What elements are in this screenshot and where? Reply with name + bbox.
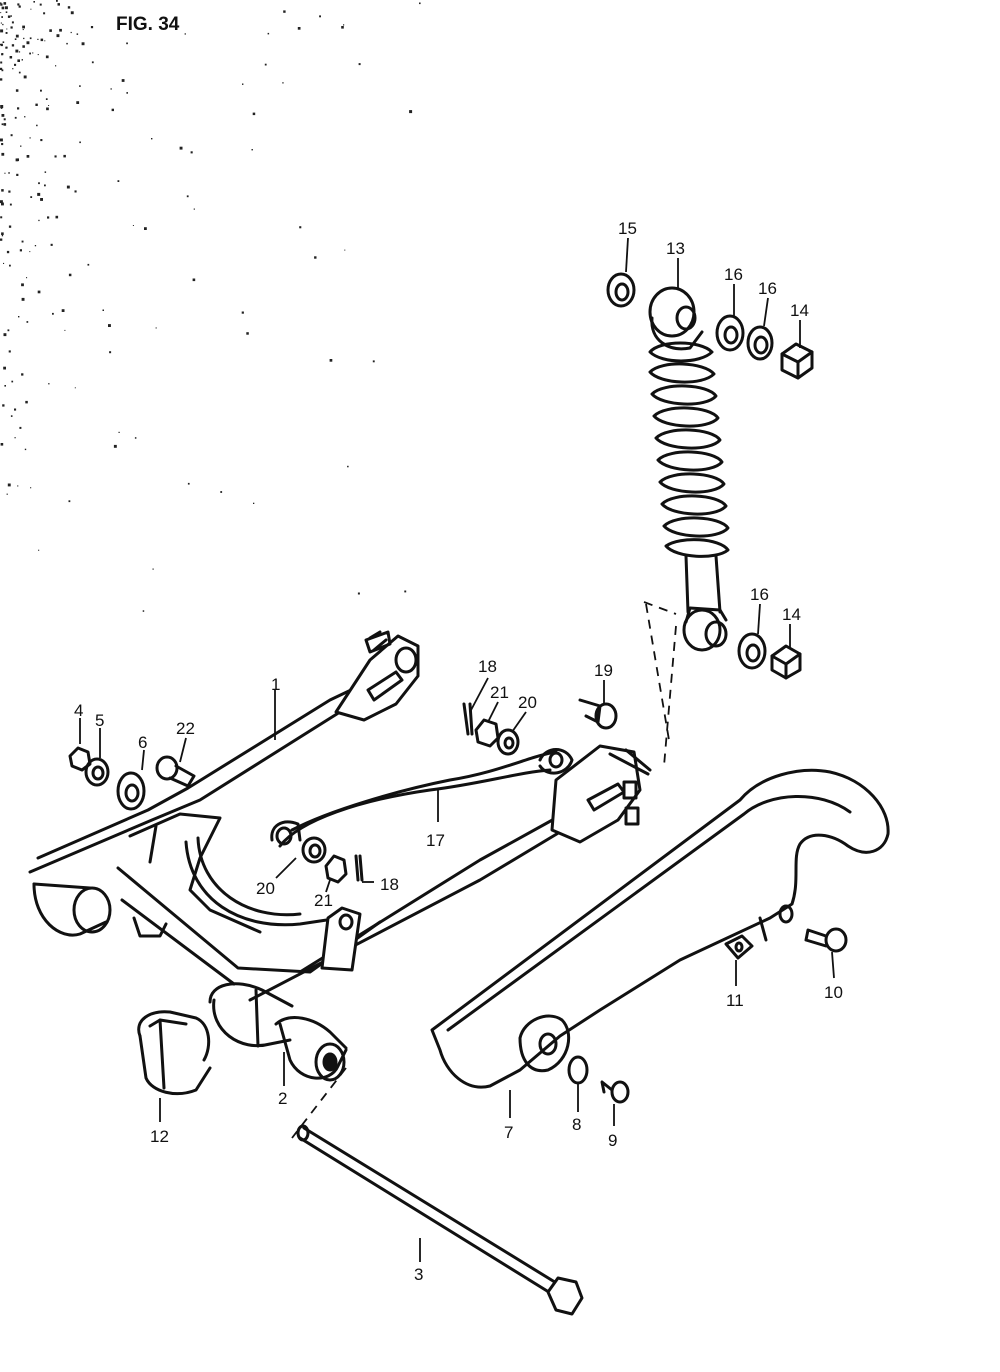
clip-nut-11 [724, 934, 754, 960]
callout-5: 5 [95, 711, 104, 730]
callout-21-upper: 21 [490, 683, 509, 702]
torque-link-17 [270, 748, 574, 848]
washer-20-upper [496, 728, 520, 756]
washer-16-upper-b [746, 325, 774, 361]
nut-21-upper [474, 718, 500, 748]
nut-21-lower [324, 854, 348, 884]
cotter-pin-18-lower [354, 854, 364, 882]
washer-6 [116, 771, 146, 811]
washer-15 [606, 272, 636, 308]
callout-16-c: 16 [750, 585, 769, 604]
callout-11: 11 [726, 991, 744, 1010]
washer-8 [567, 1055, 589, 1085]
callout-4: 4 [74, 701, 83, 720]
callout-15: 15 [618, 219, 637, 238]
callout-14-lower: 14 [782, 605, 801, 624]
bushing-2 [274, 1016, 348, 1082]
washer-16-upper-a [715, 314, 745, 352]
callout-20-lower: 20 [256, 879, 275, 898]
callout-14-upper: 14 [790, 301, 809, 320]
callout-21-lower: 21 [314, 891, 333, 910]
pivot-shaft-3 [296, 1124, 584, 1316]
callout-19: 19 [594, 661, 613, 680]
callout-16-a: 16 [724, 265, 743, 284]
chain-case-7 [430, 768, 890, 1089]
callout-2: 2 [278, 1089, 287, 1108]
leader-lines [79, 237, 835, 1262]
callout-13: 13 [666, 239, 685, 258]
scan-noise [0, 0, 421, 612]
callout-22: 22 [176, 719, 195, 738]
callout-labels: 1 2 3 4 5 6 7 8 9 10 11 12 13 14 14 15 1… [74, 219, 843, 1284]
callout-17: 17 [426, 831, 445, 850]
rear-shock-absorber [648, 286, 730, 652]
swingarm [28, 630, 652, 1048]
callout-12: 12 [150, 1127, 169, 1146]
callout-18-upper: 18 [478, 657, 497, 676]
figure-title: FIG. 34 [116, 14, 180, 35]
callout-8: 8 [572, 1115, 581, 1134]
callout-16-b: 16 [758, 279, 777, 298]
callout-10: 10 [824, 983, 843, 1002]
callout-20-upper: 20 [518, 693, 537, 712]
screw-9 [600, 1080, 630, 1104]
washer-16-lower [737, 632, 767, 670]
callout-1: 1 [271, 675, 280, 694]
stud-left [364, 630, 392, 654]
callout-9: 9 [608, 1131, 617, 1150]
washer-5 [84, 757, 110, 787]
nut-14-lower [770, 644, 802, 680]
bolt-10 [804, 927, 848, 953]
callout-18-lower: 18 [380, 875, 399, 894]
bolt-22 [155, 755, 196, 788]
nut-14-upper [780, 342, 814, 380]
dust-seal-12 [137, 1010, 212, 1095]
callout-7: 7 [504, 1123, 513, 1142]
cotter-pin-18-upper [462, 702, 474, 736]
callout-3: 3 [414, 1265, 423, 1284]
washer-20-lower [301, 836, 327, 864]
callout-6: 6 [138, 733, 147, 752]
bolt-19 [578, 698, 618, 730]
assembly-dash-lines [291, 601, 677, 1139]
